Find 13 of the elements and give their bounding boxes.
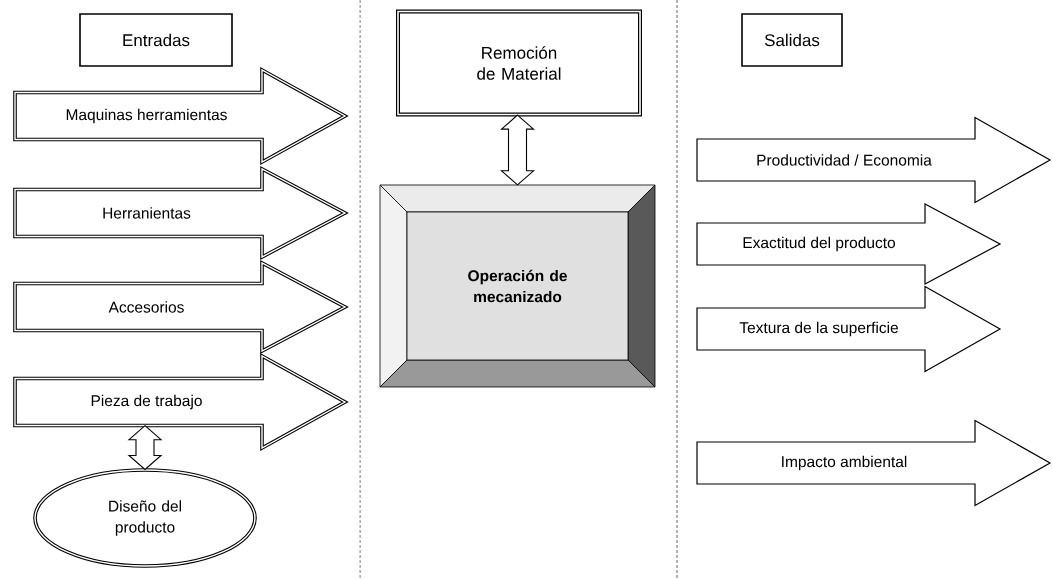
process-box: Operación de mecanizado (379, 184, 656, 388)
double-arrow (500, 114, 535, 186)
input-banner: Maquinas herramientas (13, 66, 349, 166)
heading-box: Salidas (741, 13, 843, 67)
output-banner: Textura de la superficie (696, 285, 1002, 373)
input-banner: Pieza de trabajo (13, 352, 349, 452)
input-banner: Accesorios (13, 260, 349, 354)
output-banner: Productividad / Economia (696, 116, 1052, 204)
input-banner: Herranientas (13, 166, 349, 260)
output-banner: Exactitud del producto (696, 203, 1002, 285)
output-banner: Impacto ambiental (696, 419, 1052, 507)
heading-box: Remoción de Material (396, 9, 642, 117)
heading-box: Entradas (79, 13, 233, 67)
